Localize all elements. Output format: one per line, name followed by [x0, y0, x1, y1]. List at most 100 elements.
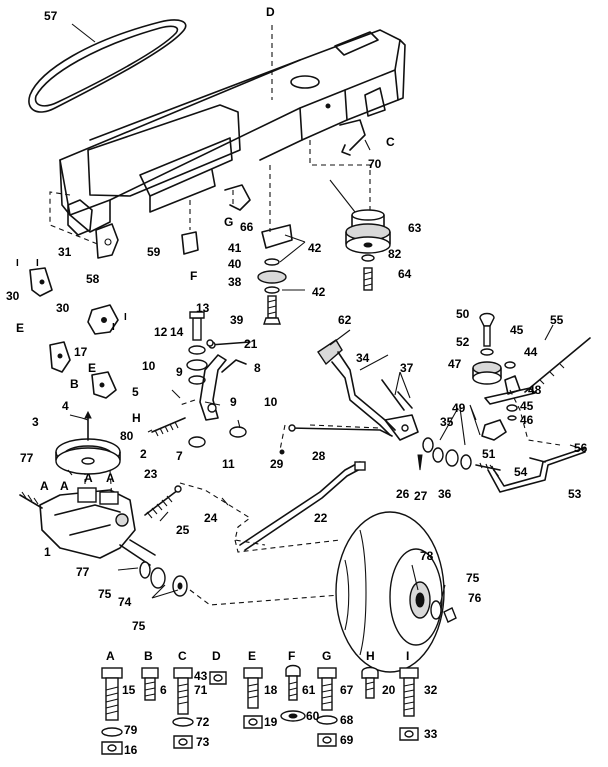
drive-belt [28, 19, 187, 113]
rear-wheel [335, 511, 457, 673]
callout-75-wheel: 75 [466, 571, 480, 585]
callout-46: 46 [520, 413, 534, 427]
callout-30-mid: 30 [56, 301, 70, 315]
callout-41: 41 [228, 241, 242, 255]
callout-27: 27 [414, 489, 428, 503]
callout-48: 48 [528, 383, 542, 397]
callout-B: B [70, 377, 79, 391]
callout-52: 52 [456, 335, 470, 349]
lever-assembly [151, 311, 251, 448]
shift-lever [317, 339, 419, 441]
legend-bolt-H: 20 [382, 683, 396, 697]
legend-washer-A: 16 [124, 743, 138, 757]
legend-nut-C: 72 [196, 715, 210, 729]
callout-53: 53 [568, 487, 582, 501]
callout-26: 26 [396, 487, 410, 501]
callout-36: 36 [438, 487, 452, 501]
tension-spring [144, 485, 182, 519]
callout-42-bottom: 42 [312, 285, 326, 299]
callout-7: 7 [176, 449, 183, 463]
callout-59: 59 [147, 245, 161, 259]
callout-25: 25 [176, 523, 190, 537]
callout-G: G [224, 215, 233, 229]
callout-13: 13 [196, 301, 210, 315]
callout-14: 14 [170, 325, 184, 339]
callout-E-2: E [88, 361, 96, 375]
legend-washer-G: 69 [340, 733, 354, 747]
callout-76: 76 [468, 591, 482, 605]
legend-letter-C: C [178, 649, 187, 663]
callout-77-top: 77 [20, 451, 34, 465]
legend-bolt-C: 71 [194, 683, 208, 697]
callout-31: 31 [58, 245, 72, 259]
callout-H: H [132, 411, 141, 425]
callout-49: 49 [452, 401, 466, 415]
legend-nut-A: 79 [124, 723, 138, 737]
callout-82: 82 [388, 247, 402, 261]
callout-50: 50 [456, 307, 470, 321]
bracket-parts [29, 184, 251, 399]
callout-35: 35 [440, 415, 454, 429]
pivot-assembly [257, 224, 293, 325]
legend-bolt-G: 67 [340, 683, 354, 697]
callout-9-top: 9 [176, 365, 183, 379]
callout-38: 38 [228, 275, 242, 289]
callout-9-right: 9 [230, 395, 237, 409]
callout-37: 37 [400, 361, 414, 375]
callout-29: 29 [270, 457, 284, 471]
transaxle [19, 487, 156, 566]
callout-I-2: I [36, 258, 39, 269]
callout-ticks [67, 23, 586, 606]
callout-39: 39 [230, 313, 244, 327]
brake-assembly [472, 312, 591, 493]
callout-4: 4 [62, 399, 69, 413]
callout-F: F [190, 269, 197, 283]
axle-washers [139, 561, 188, 597]
legend-bolt-D: 43 [194, 669, 208, 683]
hardware-legend [101, 664, 419, 755]
callout-3: 3 [32, 415, 39, 429]
callout-A-2: A [60, 479, 69, 493]
callout-74: 74 [118, 595, 132, 609]
callout-30-top: 30 [6, 289, 20, 303]
callout-44: 44 [524, 345, 538, 359]
callout-21: 21 [244, 337, 258, 351]
legend-letter-D: D [212, 649, 221, 663]
drive-pulley [55, 410, 121, 475]
legend-letter-G: G [322, 649, 331, 663]
legend-letter-F: F [288, 649, 295, 663]
legend-letter-I: I [406, 649, 409, 663]
callout-45-top: 45 [510, 323, 524, 337]
callout-11: 11 [222, 457, 235, 471]
callout-62: 62 [338, 313, 352, 327]
callout-47: 47 [448, 357, 462, 371]
callout-34: 34 [356, 351, 370, 365]
legend-washer-C: 73 [196, 735, 210, 749]
callout-28: 28 [312, 449, 326, 463]
legend-letter-H: H [366, 649, 375, 663]
callout-10-left: 10 [142, 359, 156, 373]
legend-washer-E: 19 [264, 715, 278, 729]
callout-77-bottom: 77 [76, 565, 90, 579]
callout-A-1: A [40, 479, 49, 493]
callout-22: 22 [314, 511, 328, 525]
legend-bolt-B: 6 [160, 683, 167, 697]
callout-56: 56 [574, 441, 588, 455]
legend-nut-F: 60 [306, 709, 320, 723]
callout-58: 58 [86, 272, 100, 286]
callout-I-4: I [124, 312, 127, 323]
callout-A-4: A [106, 471, 115, 485]
callout-66: 66 [240, 220, 254, 234]
callout-78: 78 [420, 549, 434, 563]
legend-washer-I: 33 [424, 727, 438, 741]
callout-75-bottom: 75 [132, 619, 146, 633]
callout-51: 51 [482, 447, 496, 461]
callout-E-1: E [16, 321, 24, 335]
callout-10-right: 10 [264, 395, 278, 409]
legend-bolt-A: 15 [122, 683, 136, 697]
callout-57: 57 [44, 9, 58, 23]
callout-45-mid: 45 [520, 399, 534, 413]
legend-bolt-I: 32 [424, 683, 438, 697]
callout-64: 64 [398, 267, 412, 281]
